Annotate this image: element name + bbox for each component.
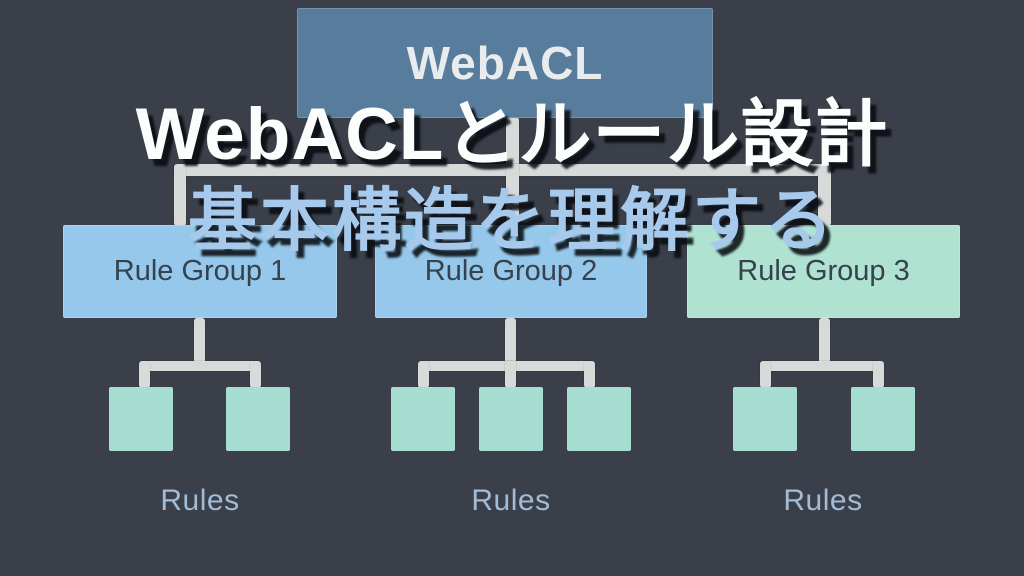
connector-group1-horizontal xyxy=(139,361,261,371)
connector-group1-drop-right xyxy=(250,361,261,388)
rule-item xyxy=(479,387,543,451)
connector-group3-drop-left xyxy=(760,361,771,388)
rule-item xyxy=(391,387,455,451)
connector-group3-stem xyxy=(819,318,830,367)
rules-label-group2: Rules xyxy=(471,484,551,517)
connector-drop-group1 xyxy=(174,164,186,226)
rule-group-2-label: Rule Group 2 xyxy=(424,255,598,287)
rule-item xyxy=(733,387,797,451)
connector-root-stem xyxy=(506,117,519,170)
connector-group2-drop-right xyxy=(584,361,595,388)
connector-group2-drop-center xyxy=(505,361,516,388)
rule-group-2-node: Rule Group 2 xyxy=(375,225,647,318)
connector-root-horizontal xyxy=(174,164,831,176)
rules-label-group3: Rules xyxy=(783,484,863,517)
rule-item xyxy=(109,387,173,451)
webacl-node: WebACL xyxy=(297,8,713,118)
connector-drop-group3 xyxy=(818,164,831,226)
rule-item xyxy=(851,387,915,451)
rule-item xyxy=(567,387,631,451)
rule-group-3-node: Rule Group 3 xyxy=(687,225,960,318)
rule-group-1-node: Rule Group 1 xyxy=(63,225,337,318)
rule-group-3-label: Rule Group 3 xyxy=(737,255,910,287)
connector-group1-stem xyxy=(194,318,205,367)
connector-drop-group2 xyxy=(506,164,519,226)
connector-group1-drop-left xyxy=(139,361,150,388)
connector-group3-horizontal xyxy=(760,361,884,371)
webacl-node-label: WebACL xyxy=(406,37,604,89)
rule-item xyxy=(226,387,290,451)
connector-group2-stem xyxy=(505,318,516,367)
connector-group3-drop-right xyxy=(873,361,884,388)
rules-label-group1: Rules xyxy=(160,484,240,517)
connector-group2-drop-left xyxy=(418,361,429,388)
rule-group-1-label: Rule Group 1 xyxy=(113,255,287,287)
